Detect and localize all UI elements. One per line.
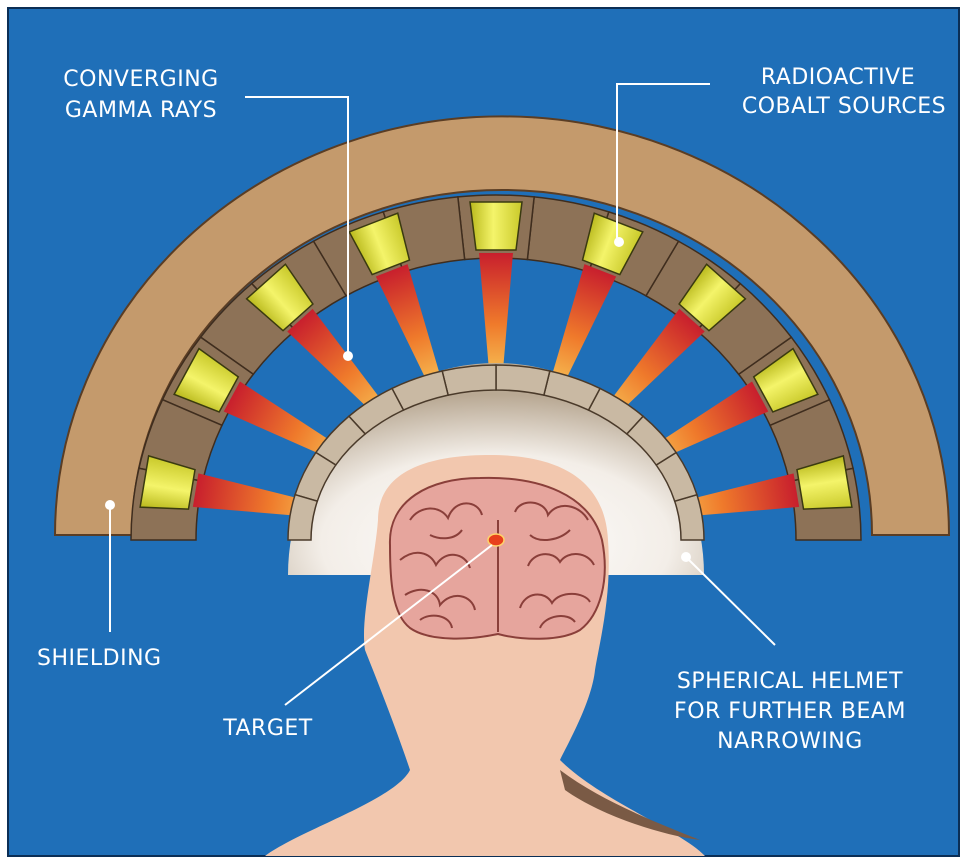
helmet-segment [496, 365, 550, 395]
brain [390, 478, 605, 639]
label-helmet-1: SPHERICAL HELMET [677, 669, 903, 694]
label-helmet-2: FOR FURTHER BEAM [674, 699, 906, 724]
helmet-segment [442, 365, 496, 395]
label-target: TARGET [222, 716, 313, 741]
label-radioactive-cobalt-2: COBALT SOURCES [742, 94, 946, 119]
cobalt-source [470, 202, 522, 250]
label-converging-gamma-rays-1: CONVERGING [63, 67, 218, 92]
label-shielding: SHIELDING [37, 646, 162, 671]
label-radioactive-cobalt-1: RADIOACTIVE [761, 65, 915, 90]
target-dot [488, 534, 504, 546]
label-helmet-3: NARROWING [717, 729, 863, 754]
label-converging-gamma-rays-2: GAMMA RAYS [65, 98, 217, 123]
